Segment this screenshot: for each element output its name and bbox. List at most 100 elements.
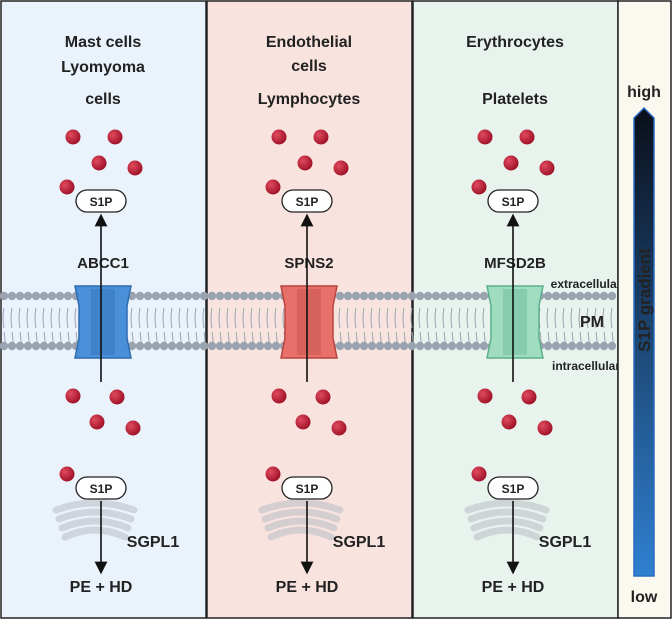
cell-type-label: Platelets bbox=[482, 91, 548, 108]
s1p-molecule bbox=[91, 155, 107, 171]
lipid-head bbox=[399, 291, 409, 301]
lipid-head bbox=[351, 341, 361, 351]
lipid-head bbox=[423, 291, 433, 301]
lipid-head bbox=[575, 341, 585, 351]
lipid-head bbox=[143, 291, 153, 301]
lipid-head bbox=[255, 341, 265, 351]
lipid-head bbox=[479, 291, 489, 301]
lipid-head bbox=[39, 291, 49, 301]
panel-content-1: Mast cellsLyomyomacellsS1PABCC1S1PSGPL1P… bbox=[52, 34, 179, 596]
gradient-low-label: low bbox=[631, 589, 658, 606]
s1p-molecule bbox=[265, 179, 281, 195]
er-cisterna bbox=[55, 508, 135, 523]
s1p-molecule bbox=[65, 388, 81, 404]
s1p-molecule bbox=[315, 389, 331, 405]
lipid-head bbox=[559, 341, 569, 351]
lipid-head bbox=[567, 341, 577, 351]
lipid-head bbox=[231, 341, 241, 351]
lipid-head bbox=[39, 341, 49, 351]
channel-pore bbox=[503, 289, 527, 355]
lipid-head bbox=[127, 341, 137, 351]
lipid-head bbox=[471, 291, 481, 301]
s1p-molecule bbox=[295, 414, 311, 430]
lipid-head bbox=[231, 291, 241, 301]
s1p-molecule bbox=[59, 179, 75, 195]
lipid-head bbox=[367, 341, 377, 351]
lipid-head bbox=[247, 291, 257, 301]
lipid-head bbox=[359, 291, 369, 301]
lipid-head bbox=[583, 341, 593, 351]
s1p-intracellular-pill bbox=[487, 476, 539, 500]
s1p-molecule bbox=[271, 129, 287, 145]
lipid-head bbox=[271, 291, 281, 301]
s1p-molecule bbox=[109, 389, 125, 405]
er-cisterna bbox=[473, 526, 541, 541]
lipid-head bbox=[151, 291, 161, 301]
er-cisterna bbox=[470, 517, 544, 532]
lipid-head bbox=[543, 291, 553, 301]
lipid-head bbox=[215, 341, 225, 351]
lipid-head bbox=[575, 291, 585, 301]
lipid-head bbox=[47, 341, 57, 351]
lipid-head bbox=[607, 291, 617, 301]
s1p-molecule bbox=[503, 155, 519, 171]
lipid-head bbox=[599, 341, 609, 351]
lipid-head bbox=[159, 341, 169, 351]
s1p-extracellular-pill bbox=[487, 189, 539, 213]
lipid-head bbox=[159, 291, 169, 301]
lipid-head bbox=[263, 291, 273, 301]
panel-content-3: ErythrocytesPlateletsS1PMFSD2BS1PSGPL1PE… bbox=[464, 34, 591, 596]
channel-pore bbox=[297, 289, 321, 355]
lipid-head bbox=[63, 341, 73, 351]
lipid-head bbox=[263, 341, 273, 351]
cell-type-label: Endothelial bbox=[266, 34, 352, 51]
lipid-head bbox=[391, 291, 401, 301]
s1p-molecule bbox=[477, 388, 493, 404]
lipid-head bbox=[271, 341, 281, 351]
er-cisterna bbox=[258, 499, 344, 514]
lipid-head bbox=[415, 341, 425, 351]
intracellular-label: intracellular bbox=[552, 359, 620, 373]
lipid-head bbox=[391, 341, 401, 351]
er-cisterna bbox=[61, 526, 129, 541]
endoplasmic-reticulum-icon bbox=[258, 499, 344, 541]
lipid-head bbox=[239, 341, 249, 351]
s1p-molecule bbox=[127, 160, 143, 176]
lipid-head bbox=[183, 291, 193, 301]
er-cisterna bbox=[464, 499, 550, 514]
lipid-head bbox=[463, 341, 473, 351]
lipid-head bbox=[167, 291, 177, 301]
s1p-molecule bbox=[265, 466, 281, 482]
s1p-extracellular-pill bbox=[75, 189, 127, 213]
lipid-head bbox=[15, 341, 25, 351]
lipid-head bbox=[407, 291, 417, 301]
lipid-head bbox=[183, 341, 193, 351]
lipid-head bbox=[7, 341, 17, 351]
lipid-head bbox=[423, 341, 433, 351]
er-cisterna bbox=[261, 508, 341, 523]
lipid-head bbox=[0, 291, 9, 301]
lipid-head bbox=[223, 291, 233, 301]
lipid-head bbox=[407, 341, 417, 351]
s1p-molecule bbox=[471, 179, 487, 195]
cell-type-label: Erythrocytes bbox=[466, 34, 564, 51]
lipid-head bbox=[55, 291, 65, 301]
lipid-head bbox=[471, 341, 481, 351]
s1p-molecule bbox=[331, 420, 347, 436]
lipid-head bbox=[7, 291, 17, 301]
lipid-head bbox=[135, 291, 145, 301]
s1p-molecule bbox=[125, 420, 141, 436]
lipid-head bbox=[343, 291, 353, 301]
lipid-head bbox=[143, 341, 153, 351]
s1p-molecule bbox=[89, 414, 105, 430]
s1p-molecule bbox=[477, 129, 493, 145]
lipid-head bbox=[463, 291, 473, 301]
lipid-head bbox=[455, 291, 465, 301]
cell-type-label: Lymphocytes bbox=[258, 91, 361, 108]
cell-type-label: cells bbox=[291, 58, 327, 75]
lipid-head bbox=[583, 291, 593, 301]
s1p-molecule bbox=[107, 129, 123, 145]
s1p-intracellular-label: S1P bbox=[296, 482, 319, 496]
transporter-channel bbox=[74, 285, 132, 359]
er-cisterna bbox=[58, 517, 132, 532]
